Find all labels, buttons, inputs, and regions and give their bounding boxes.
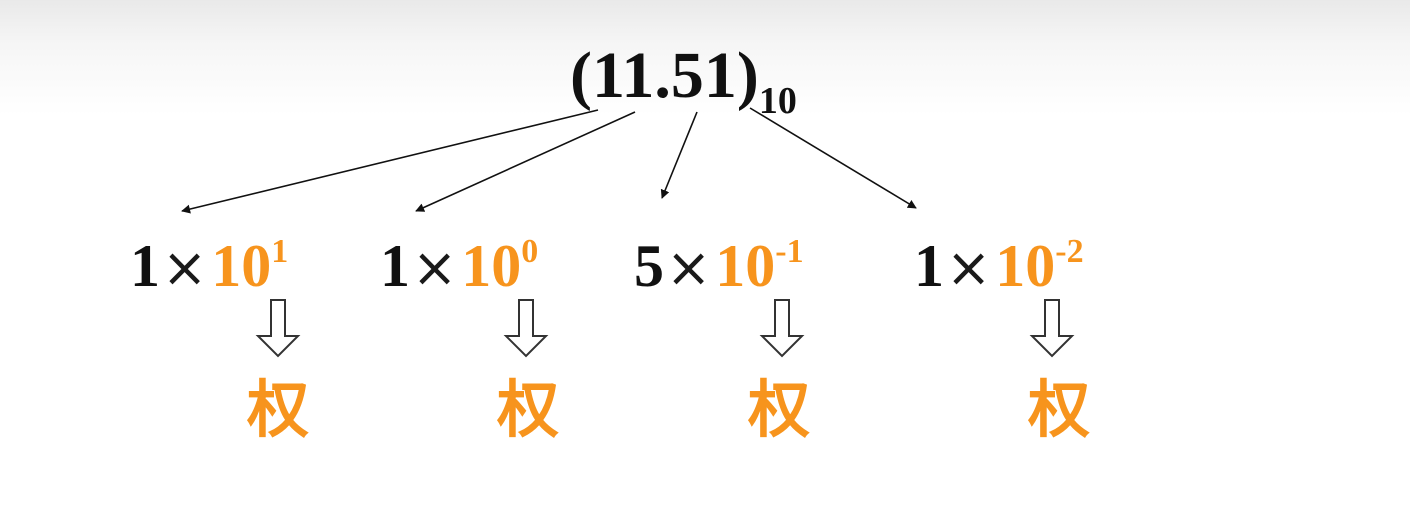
root-number-base: 10: [758, 80, 797, 122]
term-power: 10: [715, 233, 776, 299]
term-2: 1×100: [380, 212, 538, 308]
hollow-down-arrow-icon: [255, 299, 301, 358]
root-number-value: (11.51): [570, 39, 759, 112]
hollow-down-arrow-icon: [759, 299, 805, 358]
multiply-sign: ×: [412, 236, 458, 299]
connector-arrow-icon-4: [749, 107, 917, 209]
term-4: 1×10-2: [914, 212, 1084, 308]
multiply-sign: ×: [666, 236, 712, 299]
weight-label-1: 权: [247, 373, 310, 446]
term-exponent: -1: [775, 233, 804, 270]
term-power: 10: [995, 233, 1056, 299]
term-1: 1×101: [130, 212, 288, 308]
multiply-sign: ×: [946, 236, 992, 299]
connector-arrow-icon-2: [415, 111, 636, 212]
weight-label-4: 权: [1028, 373, 1091, 446]
root-number: (11.51)10: [570, 36, 797, 141]
term-power: 10: [461, 233, 522, 299]
term-digit: 1: [380, 233, 410, 299]
term-digit: 5: [634, 233, 664, 299]
term-power: 10: [211, 233, 272, 299]
weight-label-2: 权: [497, 373, 560, 446]
connector-arrow-icon-1: [181, 109, 599, 214]
term-digit: 1: [130, 233, 160, 299]
multiply-sign: ×: [162, 236, 208, 299]
term-digit: 1: [914, 233, 944, 299]
term-exponent: 1: [271, 233, 289, 270]
term-exponent: 0: [521, 233, 539, 270]
term-exponent: -2: [1055, 233, 1084, 270]
hollow-down-arrow-icon: [503, 299, 549, 358]
weight-label-3: 权: [748, 373, 811, 446]
hollow-down-arrow-icon: [1029, 299, 1075, 358]
connector-arrow-icon-3: [660, 111, 698, 199]
term-3: 5×10-1: [634, 212, 804, 308]
